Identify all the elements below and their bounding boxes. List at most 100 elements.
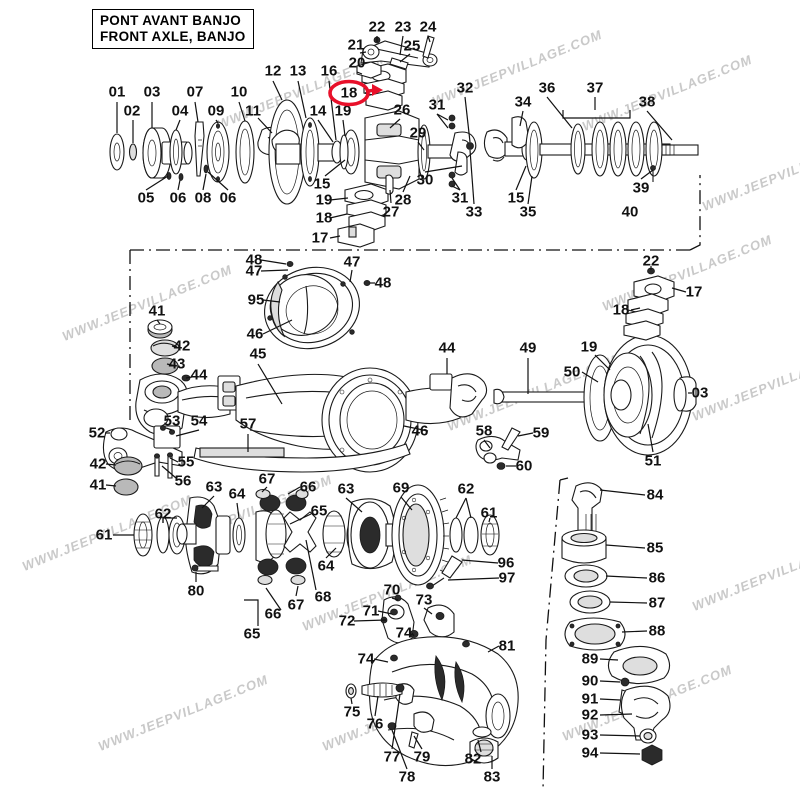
part-callout-58: 58: [475, 422, 493, 440]
diagram-title-box: PONT AVANT BANJO FRONT AXLE, BANJO: [92, 9, 254, 49]
part-callout-31: 31: [428, 96, 446, 114]
part-callout-89: 89: [581, 650, 599, 668]
part-callout-18: 18: [340, 84, 358, 102]
part-callout-72: 72: [338, 612, 356, 630]
part-callout-73: 73: [415, 591, 433, 609]
part-callout-83: 83: [483, 768, 501, 786]
part-callout-45: 45: [249, 345, 267, 363]
part-callout-36: 36: [538, 79, 556, 97]
part-callout-56: 56: [174, 472, 192, 490]
part-callout-93: 93: [581, 726, 599, 744]
part-callout-26: 26: [393, 101, 411, 119]
part-callout-90: 90: [581, 672, 599, 690]
part-callout-13: 13: [289, 62, 307, 80]
part-callout-34: 34: [514, 93, 532, 111]
part-callout-87: 87: [648, 594, 666, 612]
part-callout-66: 66: [264, 605, 282, 623]
group-carrier-housing: [345, 594, 519, 767]
part-callout-50: 50: [563, 363, 581, 381]
part-callout-46: 46: [246, 325, 264, 343]
part-callout-01: 01: [108, 83, 126, 101]
part-callout-61: 61: [480, 504, 498, 522]
part-callout-97: 97: [498, 569, 516, 587]
part-callout-62: 62: [154, 505, 172, 523]
part-callout-76: 76: [366, 715, 384, 733]
part-callout-42: 42: [89, 455, 107, 473]
part-callout-65: 65: [243, 625, 261, 643]
part-callout-75: 75: [343, 703, 361, 721]
part-callout-05: 05: [137, 189, 155, 207]
part-callout-77: 77: [383, 748, 401, 766]
part-callout-64: 64: [317, 557, 335, 575]
part-callout-27: 27: [382, 203, 400, 221]
part-callout-37: 37: [586, 79, 604, 97]
part-callout-44: 44: [438, 339, 456, 357]
part-callout-14: 14: [309, 102, 327, 120]
part-callout-41: 41: [148, 302, 166, 320]
group-banjo-housing: [102, 260, 697, 496]
part-callout-82: 82: [464, 750, 482, 768]
group-differential: [133, 484, 500, 590]
part-callout-78: 78: [398, 768, 416, 786]
title-line-french: PONT AVANT BANJO: [100, 13, 242, 28]
part-callout-08: 08: [194, 189, 212, 207]
part-callout-74: 74: [395, 624, 413, 642]
part-callout-66: 66: [299, 478, 317, 496]
part-callout-57: 57: [239, 415, 257, 433]
part-callout-10: 10: [230, 83, 248, 101]
part-callout-18: 18: [612, 301, 630, 319]
part-callout-32: 32: [456, 79, 474, 97]
part-callout-51: 51: [644, 452, 662, 470]
part-callout-19: 19: [315, 191, 333, 209]
part-callout-44: 44: [190, 366, 208, 384]
part-callout-64: 64: [228, 485, 246, 503]
part-callout-16: 16: [320, 62, 338, 80]
group-axle-housing-block: [337, 63, 420, 248]
part-callout-42: 42: [173, 337, 191, 355]
part-callout-23: 23: [394, 18, 412, 36]
part-callout-69: 69: [392, 479, 410, 497]
part-callout-81: 81: [498, 637, 516, 655]
part-callout-49: 49: [519, 339, 537, 357]
part-callout-15: 15: [313, 175, 331, 193]
part-callout-48: 48: [245, 251, 263, 269]
part-callout-20: 20: [348, 54, 366, 72]
part-callout-21: 21: [347, 36, 365, 54]
part-callout-29: 29: [409, 124, 427, 142]
part-callout-38: 38: [638, 93, 656, 111]
part-callout-55: 55: [177, 453, 195, 471]
part-callout-03: 03: [143, 83, 161, 101]
part-callout-67: 67: [258, 470, 276, 488]
part-callout-62: 62: [457, 480, 475, 498]
part-callout-53: 53: [163, 412, 181, 430]
part-callout-06: 06: [219, 189, 237, 207]
part-callout-48: 48: [374, 274, 392, 292]
part-callout-04: 04: [171, 102, 189, 120]
part-callout-30: 30: [416, 171, 434, 189]
part-callout-52: 52: [88, 424, 106, 442]
part-callout-03: 03: [691, 384, 709, 402]
title-line-english: FRONT AXLE, BANJO: [100, 28, 246, 44]
part-callout-25: 25: [403, 37, 421, 55]
part-callout-17: 17: [685, 283, 703, 301]
part-callout-35: 35: [519, 203, 537, 221]
part-callout-22: 22: [642, 252, 660, 270]
part-callout-71: 71: [362, 602, 380, 620]
part-callout-15: 15: [507, 189, 525, 207]
part-callout-84: 84: [646, 486, 664, 504]
part-callout-79: 79: [413, 748, 431, 766]
part-callout-24: 24: [419, 18, 437, 36]
part-callout-47: 47: [343, 253, 361, 271]
part-callout-46: 46: [411, 422, 429, 440]
part-callout-80: 80: [187, 582, 205, 600]
part-callout-19: 19: [580, 338, 598, 356]
part-callout-94: 94: [581, 744, 599, 762]
part-callout-11: 11: [245, 102, 261, 120]
part-callout-63: 63: [337, 480, 355, 498]
part-callout-67: 67: [287, 596, 305, 614]
part-callout-31: 31: [451, 189, 469, 207]
part-callout-47: 47: [245, 262, 263, 280]
